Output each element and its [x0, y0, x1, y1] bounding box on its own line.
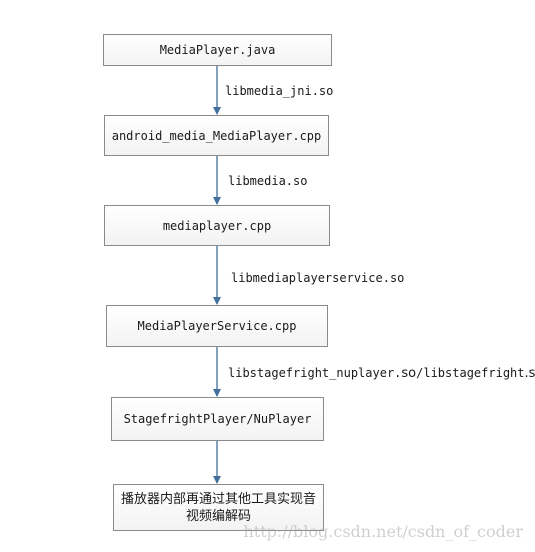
node-label: MediaPlayer.java: [159, 43, 276, 57]
edge-label-libmediaplayerservice: libmediaplayerservice.so: [231, 271, 405, 285]
node-label: android_media_MediaPlayer.cpp: [111, 128, 322, 143]
edge-label-part: /libstagefright: [416, 366, 525, 380]
node-codec-description: 播放器内部再通过其他工具实现音视频编解码: [113, 484, 324, 531]
edge-label-part: so: [401, 366, 417, 381]
edge-label-libmedia-jni: libmedia_jni.so: [225, 84, 334, 98]
edge-label-part: .so: [524, 366, 535, 381]
node-label: MediaPlayerService.cpp: [137, 319, 297, 333]
edge-label-libmedia: libmedia.so: [228, 174, 308, 188]
node-label: mediaplayer.cpp: [162, 218, 272, 233]
node-label: 播放器内部再通过其他工具实现音视频编解码: [120, 491, 316, 524]
node-label: StagefrightPlayer/NuPlayer: [123, 412, 312, 426]
node-stagefrightplayer-nuplayer: StagefrightPlayer/NuPlayer: [111, 397, 324, 441]
node-mediaplayer-cpp: mediaplayer.cpp: [104, 205, 330, 246]
edge-label-libstagefright: libstagefright_nuplayer.so/libstagefrigh…: [228, 366, 535, 381]
watermark: http://blog.csdn.net/csdn_of_coder: [243, 522, 523, 541]
edge-label-part: libstagefright_nuplayer.: [228, 366, 402, 380]
node-mediaplayer-java: MediaPlayer.java: [103, 34, 332, 66]
node-mediaplayerservice-cpp: MediaPlayerService.cpp: [106, 305, 328, 347]
node-android-media-mediaplayer-cpp: android_media_MediaPlayer.cpp: [104, 115, 329, 156]
